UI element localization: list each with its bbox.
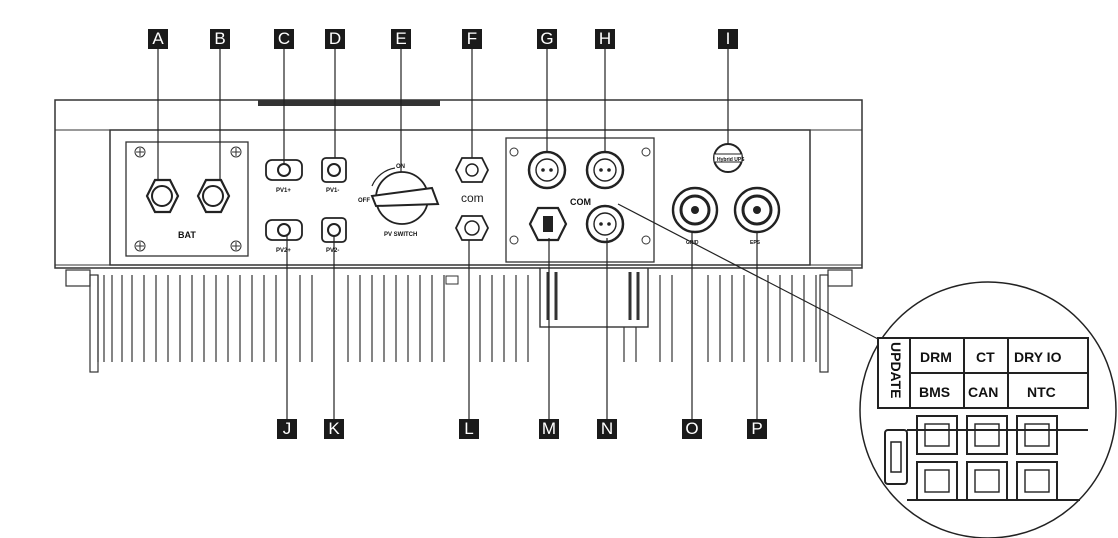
pv1-plus-label: PV1+ [276, 188, 291, 194]
fan-housing [539, 264, 649, 328]
callout-d: D [325, 29, 345, 49]
zoom-detail: UPDATE DRM CT DRY IO BMS CAN NTC [859, 281, 1117, 538]
callout-l: L [459, 419, 479, 439]
ntc-label: NTC [1027, 384, 1056, 400]
eps-label: EPS [750, 240, 761, 246]
callout-a: A [148, 29, 168, 49]
switch-off-label: OFF [358, 198, 370, 204]
update-label: UPDATE [888, 342, 904, 399]
callout-b: B [210, 29, 230, 49]
com-port: com [454, 157, 490, 241]
callout-h: H [595, 29, 615, 49]
ct-label: CT [976, 349, 995, 365]
callout-j: J [277, 419, 297, 439]
callout-c: C [274, 29, 294, 49]
heat-sink-fins [97, 275, 817, 362]
callout-o: O [682, 419, 702, 439]
bms-label: BMS [919, 384, 950, 400]
pv1-minus-label: PV1- [326, 188, 339, 194]
callout-i: I [718, 29, 738, 49]
dry-io-label: DRY IO [1014, 349, 1062, 365]
drm-label: DRM [920, 349, 952, 365]
pv2-minus-label: PV2- [326, 248, 339, 254]
callout-e: E [391, 29, 411, 49]
com-big-label: COM [570, 197, 591, 207]
pv2-plus-label: PV2+ [276, 248, 291, 254]
battery-port-plate: BAT [125, 141, 249, 257]
bat-label: BAT [178, 230, 196, 240]
pv-switch-label: PV SWITCH [384, 232, 417, 238]
com-small-label: com [461, 191, 484, 205]
can-label: CAN [968, 384, 998, 400]
pv-switch: ON OFF PV SWITCH [358, 164, 440, 238]
com-plate: COM [505, 137, 655, 263]
callout-f: F [462, 29, 482, 49]
callout-g: G [537, 29, 557, 49]
ac-connectors: Hybrid UPS GRID EPS [671, 143, 781, 246]
callout-m: M [539, 419, 559, 439]
hybrid-label: Hybrid UPS [717, 157, 745, 163]
pv-connectors: PV1+ PV1- PV2+ PV2- [265, 157, 347, 254]
leader-lines [157, 48, 881, 420]
callout-p: P [747, 419, 767, 439]
callout-n: N [597, 419, 617, 439]
callout-k: K [324, 419, 344, 439]
